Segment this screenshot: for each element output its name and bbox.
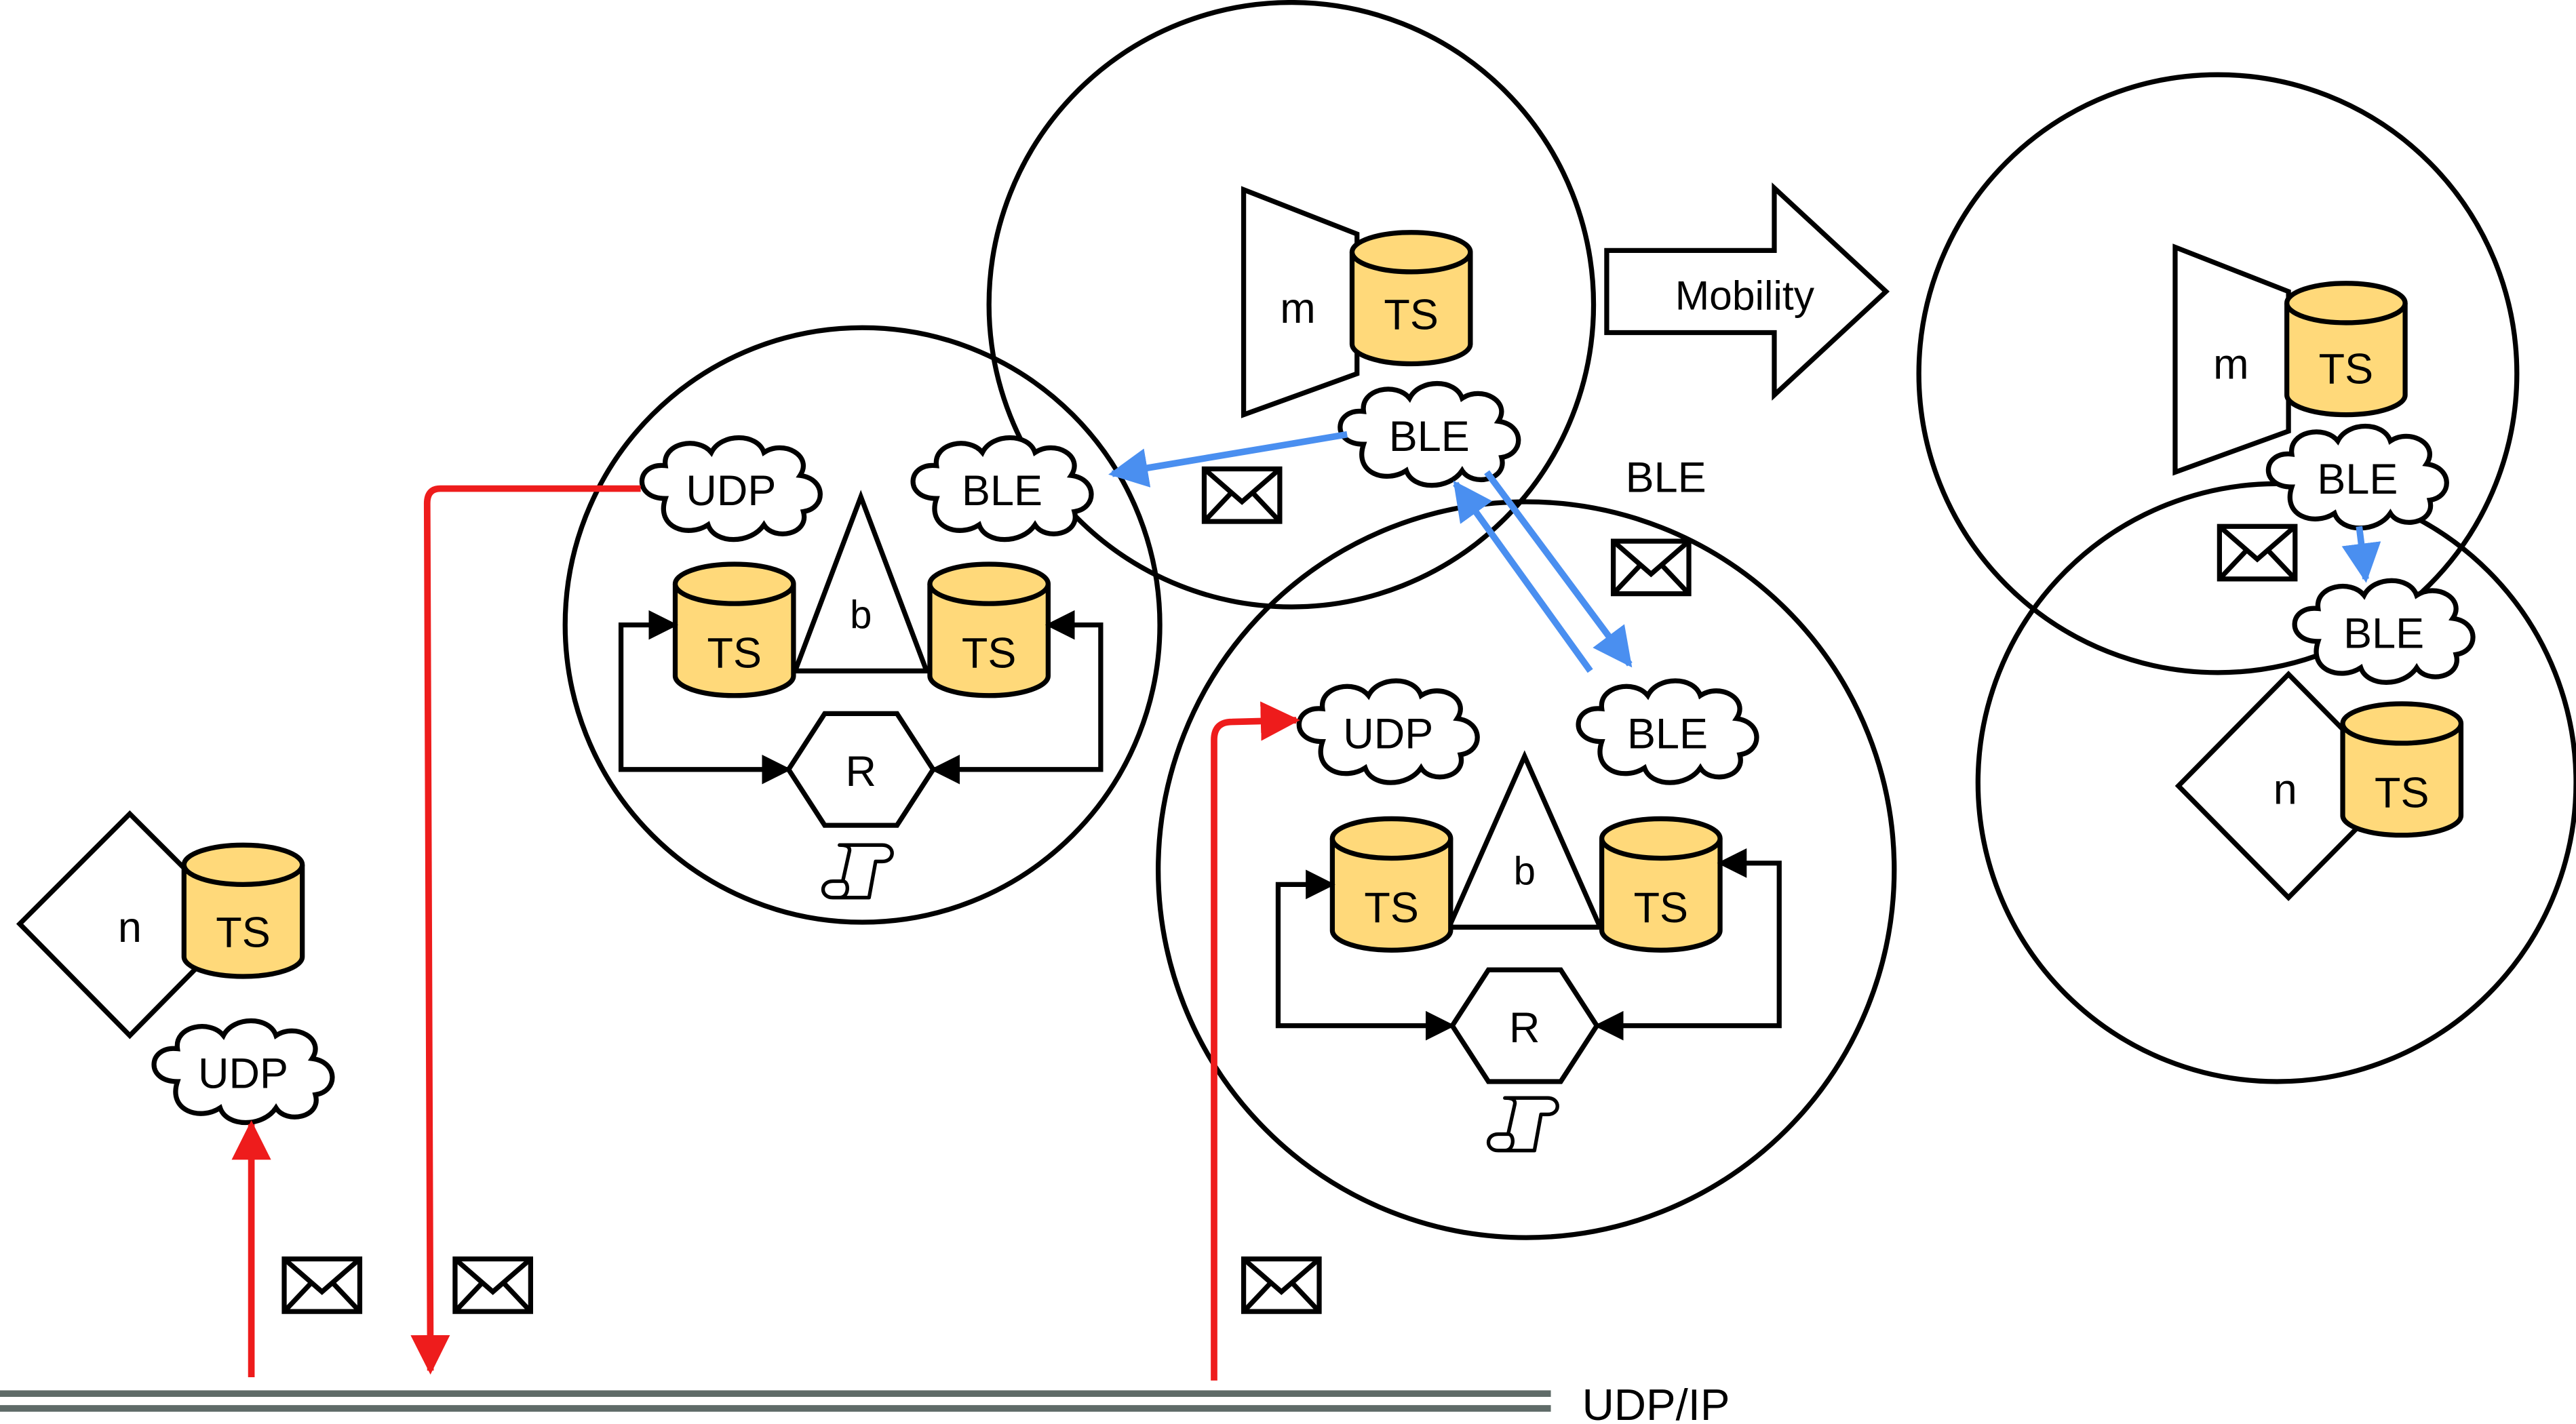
ts-label: TS (2375, 769, 2429, 816)
broker-triangle (1445, 750, 1604, 930)
broker-2: b TS TS R UDP BLE (1275, 681, 1782, 1151)
broker-1-circle (562, 325, 1163, 925)
ble-links (1108, 431, 2381, 673)
envelope-icon (1244, 1259, 1319, 1312)
udp-label: UDP (1343, 710, 1433, 757)
broker-1: b TS TS R UDP BLE (618, 437, 1104, 898)
broker-2-circle (1156, 499, 1897, 1240)
mobile-label: m (2213, 340, 2248, 388)
mobile-circle-1 (986, 0, 1597, 610)
ts-label: TS (962, 630, 1016, 677)
mobile-trapezoid (2172, 243, 2291, 476)
ts-label: TS (2319, 346, 2373, 393)
ts-label: TS (1364, 884, 1418, 932)
udp-ip-network: UDP/IP (0, 1380, 1730, 1424)
envelope-icon (2219, 526, 2295, 579)
envelope-icon (455, 1259, 530, 1312)
envelope-icon (1614, 541, 1689, 594)
mobile-label: m (1280, 285, 1315, 332)
mobility-arrow: Mobility (1604, 182, 1890, 401)
node-label: n (2273, 766, 2297, 814)
scroll-icon (1489, 1098, 1558, 1151)
ble-label: BLE (2343, 610, 2424, 658)
ts-label: TS (1634, 884, 1688, 932)
mobile-trapezoid (1241, 186, 1360, 418)
udp-links (231, 485, 1300, 1381)
ble-link-label: BLE (1626, 454, 1706, 501)
envelope-icon (284, 1259, 359, 1312)
node-left: n TS UDP (16, 810, 332, 1122)
scroll-icon (823, 845, 893, 898)
broker-triangle (792, 490, 931, 674)
ts-label: TS (707, 630, 761, 677)
network-label: UDP/IP (1582, 1380, 1730, 1424)
mobile-node-1: m TS BLE (1241, 186, 1519, 486)
node-label: n (118, 904, 142, 951)
mobile-node-2: m TS BLE (2172, 243, 2446, 528)
broker-label: b (850, 593, 872, 637)
ts-label: TS (216, 909, 270, 956)
ble-label: BLE (962, 467, 1042, 515)
broker-label: b (1514, 849, 1536, 893)
ts-label: TS (1384, 292, 1438, 339)
mobile-circle-2 (1916, 72, 2520, 675)
router-label: R (845, 748, 876, 795)
mobility-label: Mobility (1675, 273, 1815, 319)
envelope-icon (1204, 469, 1279, 522)
ble-label: BLE (1389, 413, 1470, 460)
udp-label: UDP (686, 467, 776, 515)
ble-label: BLE (2317, 456, 2398, 503)
ble-label: BLE (1627, 710, 1708, 757)
udp-label: UDP (198, 1050, 288, 1098)
node-right: n TS BLE (2174, 580, 2473, 901)
router-label: R (1509, 1004, 1540, 1052)
